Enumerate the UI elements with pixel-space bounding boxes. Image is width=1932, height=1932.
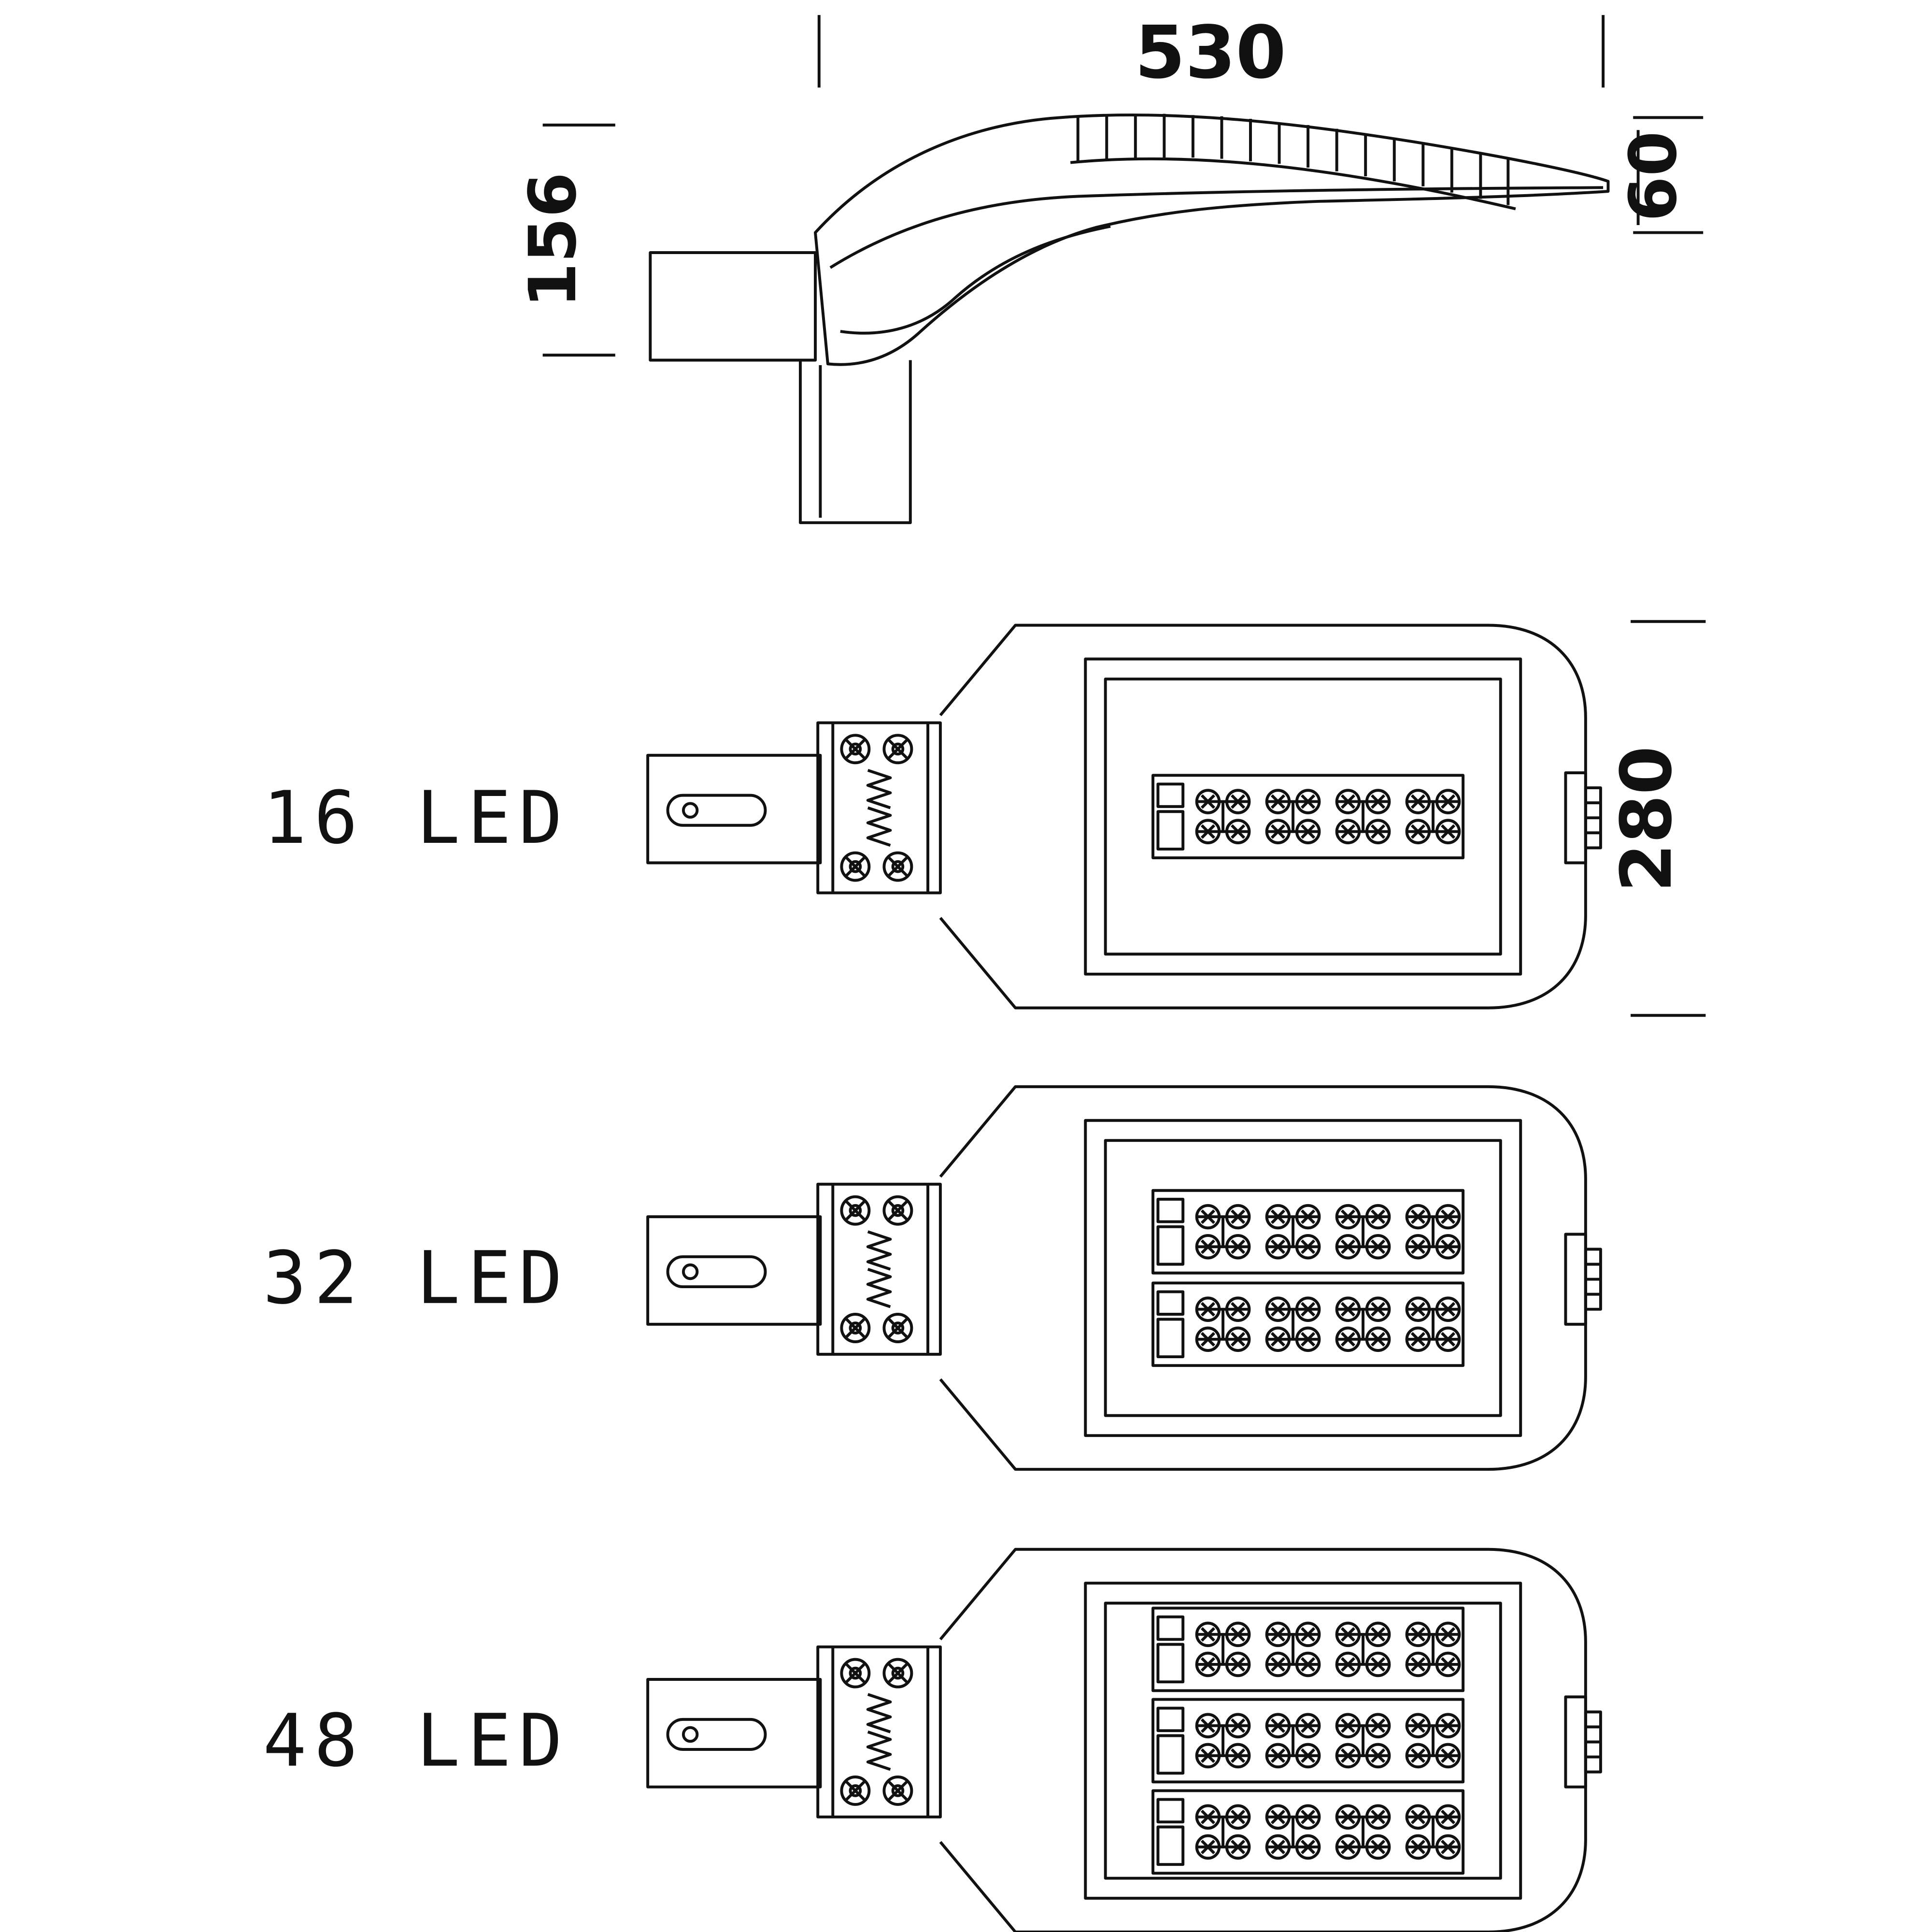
plan-view-48led bbox=[648, 1549, 1601, 1932]
plan-view-32led bbox=[648, 1087, 1601, 1469]
fixture-body-16led bbox=[648, 625, 1601, 1008]
dim-mount-height-marks bbox=[542, 123, 615, 357]
dim-body-height-label: 280 bbox=[1606, 746, 1688, 892]
plan-view-16led bbox=[648, 625, 1601, 1008]
led-module-row bbox=[1153, 1283, 1463, 1365]
led-module-row bbox=[1153, 1790, 1463, 1873]
led-module-row bbox=[1153, 1608, 1463, 1690]
side-arm bbox=[649, 251, 817, 362]
fixture-body-32led bbox=[648, 1087, 1601, 1469]
variant-label-32led: 32 LED bbox=[263, 1236, 570, 1321]
side-pole bbox=[798, 360, 912, 525]
led-module-row bbox=[1153, 1191, 1463, 1273]
side-rib-band bbox=[1070, 157, 1516, 211]
dim-tip-height-marks bbox=[1633, 116, 1704, 234]
side-view bbox=[649, 114, 1610, 525]
side-head-outline bbox=[814, 114, 1610, 366]
variant-label-16led: 16 LED bbox=[263, 776, 570, 860]
dim-width-marks bbox=[817, 15, 1605, 88]
dim-mount-height-label: 156 bbox=[515, 172, 591, 308]
led-module-row bbox=[1153, 1699, 1463, 1782]
dim-width-label: 530 bbox=[1135, 11, 1286, 95]
led-module-row bbox=[1153, 775, 1463, 858]
side-ribs bbox=[1076, 114, 1510, 205]
variant-label-48led: 48 LED bbox=[263, 1699, 570, 1783]
dim-tip-height-label: 60 bbox=[1615, 131, 1691, 221]
dim-body-height-marks bbox=[1631, 620, 1706, 1017]
